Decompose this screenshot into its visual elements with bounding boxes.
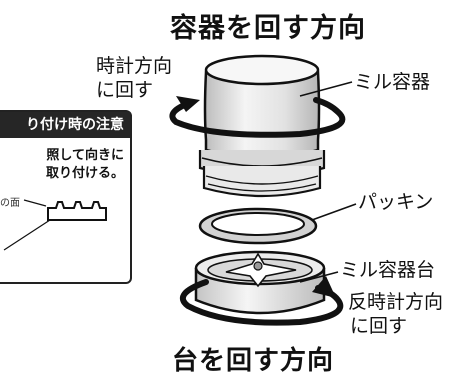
label-counterclockwise-2: に回す: [350, 315, 408, 337]
mill-base-illustration: [194, 250, 326, 315]
title-container-direction: 容器を回す方向: [170, 13, 366, 44]
clockwise-arrow: [169, 96, 346, 138]
counterclockwise-arrow: [180, 276, 344, 326]
leader-lines: [299, 81, 357, 283]
title-base-direction: 台を回す方向: [172, 346, 335, 376]
note-face-label: の面: [0, 198, 20, 209]
label-clockwise-2: に回す: [96, 79, 154, 101]
label-packing: パッキン: [358, 191, 434, 213]
packing-illustration: [198, 207, 318, 245]
note-header: り付け時の注意: [0, 112, 130, 138]
label-mill-container: ミル容器: [354, 71, 431, 93]
mill-container-illustration: [198, 54, 326, 198]
label-mill-base: ミル容器台: [340, 259, 436, 281]
note-line-1: 照して向きに: [46, 148, 124, 163]
label-counterclockwise-1: 反時計方向: [348, 291, 444, 313]
note-line-2: 取り付ける。: [45, 166, 124, 181]
label-clockwise-1: 時計方向: [96, 55, 173, 77]
packing-profile-icon: [3, 199, 107, 251]
mounting-note-box: り付け時の注意 照して向きに 取り付ける。 の面: [0, 110, 132, 284]
